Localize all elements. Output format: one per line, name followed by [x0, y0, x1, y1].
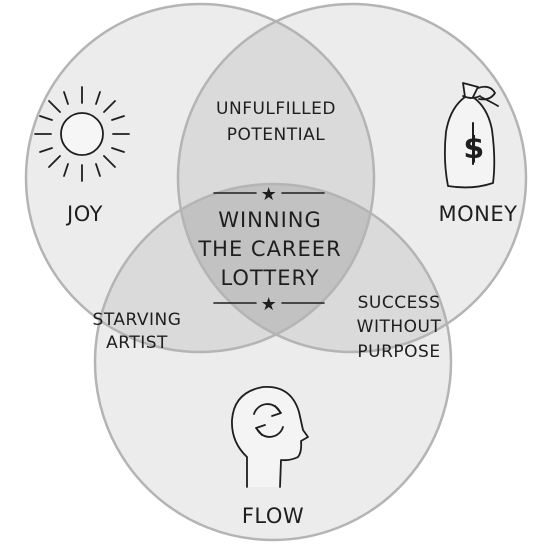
center-top-star: ★ — [261, 184, 278, 205]
starving-artist-line-1: STARVING — [93, 310, 182, 330]
success-without-purpose-line-1: SUCCESS — [358, 293, 441, 313]
center-title-line-3: LOTTERY — [220, 266, 319, 290]
center-title-line-1: WINNING — [218, 208, 322, 232]
starving-artist-line-2: ARTIST — [106, 333, 168, 353]
sun-icon — [34, 86, 130, 182]
joy-label: JOY — [65, 202, 103, 226]
unfulfilled-potential-line-2: POTENTIAL — [227, 125, 326, 145]
unfulfilled-potential-line-1: UNFULFILLED — [216, 99, 336, 119]
success-without-purpose-line-3: PURPOSE — [357, 342, 440, 362]
center-title-line-2: THE CAREER — [197, 237, 341, 261]
center-bottom-star: ★ — [261, 294, 278, 315]
money-bag-symbol: $ — [463, 131, 484, 166]
flow-label: FLOW — [242, 504, 304, 528]
head-cycle-icon — [231, 386, 309, 488]
money-bag-icon — [443, 82, 499, 189]
success-without-purpose-line-2: WITHOUT — [357, 317, 442, 337]
money-label: MONEY — [439, 202, 518, 226]
